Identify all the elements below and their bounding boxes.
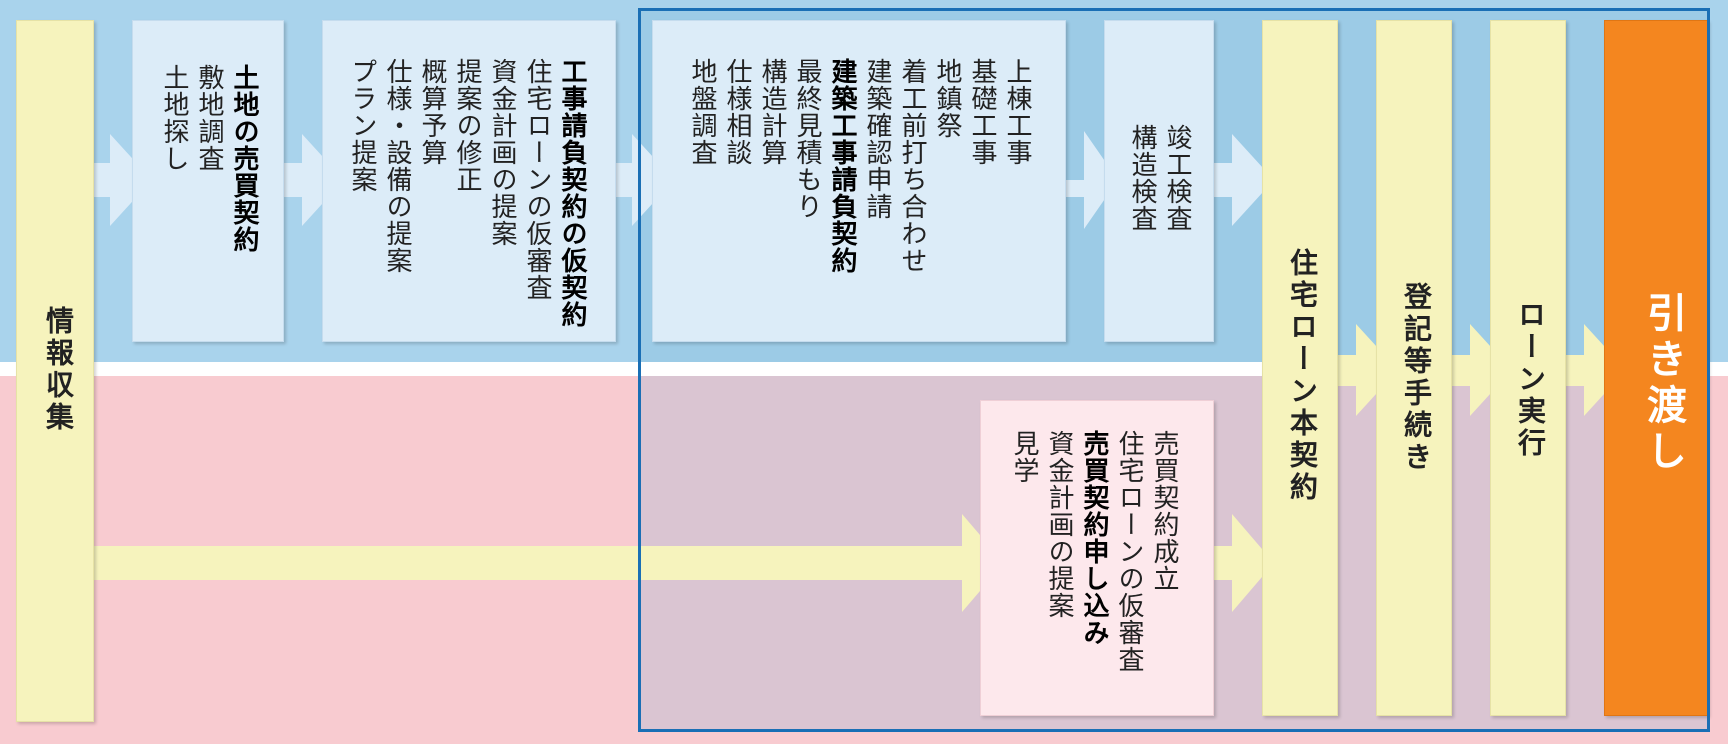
step-item: 敷地調査 bbox=[194, 64, 224, 172]
step-item: 概算予算 bbox=[417, 58, 447, 166]
arrow-inspection-to-loan bbox=[1212, 134, 1274, 226]
registration-label: 登記等手続き bbox=[1400, 282, 1433, 474]
land-box bbox=[132, 20, 284, 342]
arrow-contract-to-construction bbox=[614, 134, 674, 226]
step-item: 見学 bbox=[1009, 430, 1039, 484]
inspection-box-text: 竣工検査構造検査 bbox=[1124, 124, 1194, 232]
registration-box bbox=[1376, 20, 1452, 716]
step-item: 上棟工事 bbox=[1002, 58, 1032, 166]
loan-execution-label: ローン実行 bbox=[1514, 300, 1547, 460]
step-item: 構造検査 bbox=[1127, 124, 1157, 232]
pre-contract-box-text: 工事請負契約の仮契約住宅ローンの仮審査資金計画の提案提案の修正概算予算仕様・設備… bbox=[344, 58, 589, 328]
step-item: 仕様相談 bbox=[722, 58, 752, 166]
step-item: 住宅ローンの仮審査 bbox=[522, 58, 552, 301]
step-item: 仕様・設備の提案 bbox=[382, 58, 412, 274]
step-item: 建築工事請負契約 bbox=[827, 58, 857, 274]
inspection-box bbox=[1104, 20, 1214, 342]
step-item: 地鎮祭 bbox=[932, 58, 962, 139]
step-item: プラン提案 bbox=[347, 58, 377, 193]
step-item: 売買契約成立 bbox=[1149, 430, 1179, 592]
step-item: 住宅ローンの仮審査 bbox=[1114, 430, 1144, 673]
sale-contract-box bbox=[980, 400, 1214, 716]
step-item: 構造計算 bbox=[757, 58, 787, 166]
step-item: 最終見積もり bbox=[792, 58, 822, 220]
step-item: 基礎工事 bbox=[967, 58, 997, 166]
construction-box bbox=[652, 20, 1066, 342]
handover-label: 引き渡し bbox=[1640, 292, 1686, 476]
step-item: 提案の修正 bbox=[452, 58, 482, 193]
handover-box bbox=[1604, 20, 1708, 716]
loan-execution-box bbox=[1490, 20, 1566, 716]
loan-contract-label: 住宅ローン本契約 bbox=[1286, 248, 1319, 504]
arrow-info-to-sale bbox=[88, 514, 1004, 612]
info-gathering-box bbox=[16, 20, 94, 722]
step-item: 建築確認申請 bbox=[862, 58, 892, 220]
step-item: 売買契約申し込み bbox=[1079, 430, 1109, 646]
arrow-info-to-land bbox=[90, 134, 152, 226]
arrow-land-to-contract bbox=[282, 134, 344, 226]
info-gathering-label: 情報収集 bbox=[42, 306, 75, 434]
sale-contract-box-text: 売買契約成立住宅ローンの仮審査売買契約申し込み資金計画の提案見学 bbox=[1006, 430, 1181, 673]
pre-contract-box bbox=[322, 20, 616, 342]
step-item: 資金計画の提案 bbox=[1044, 430, 1074, 619]
step-item: 地盤調査 bbox=[687, 58, 717, 166]
step-item: 竣工検査 bbox=[1162, 124, 1192, 232]
loan-contract-box bbox=[1262, 20, 1338, 716]
step-item: 土地の売買契約 bbox=[229, 64, 259, 253]
step-item: 土地探し bbox=[159, 64, 189, 172]
land-box-text: 土地の売買契約敷地調査土地探し bbox=[156, 64, 261, 253]
step-item: 資金計画の提案 bbox=[487, 58, 517, 247]
arrow-registration-to-execution bbox=[1450, 324, 1512, 416]
arrow-loan-to-registration bbox=[1336, 324, 1398, 416]
arrow-sale-to-loan bbox=[1212, 514, 1274, 612]
construction-box-text: 上棟工事基礎工事地鎮祭着工前打ち合わせ建築確認申請建築工事請負契約最終見積もり構… bbox=[684, 58, 1034, 274]
step-item: 着工前打ち合わせ bbox=[897, 58, 927, 274]
step-item: 工事請負契約の仮契約 bbox=[557, 58, 587, 328]
arrow-execution-to-handover bbox=[1564, 324, 1626, 416]
arrow-construction-to-inspection bbox=[1064, 131, 1118, 229]
